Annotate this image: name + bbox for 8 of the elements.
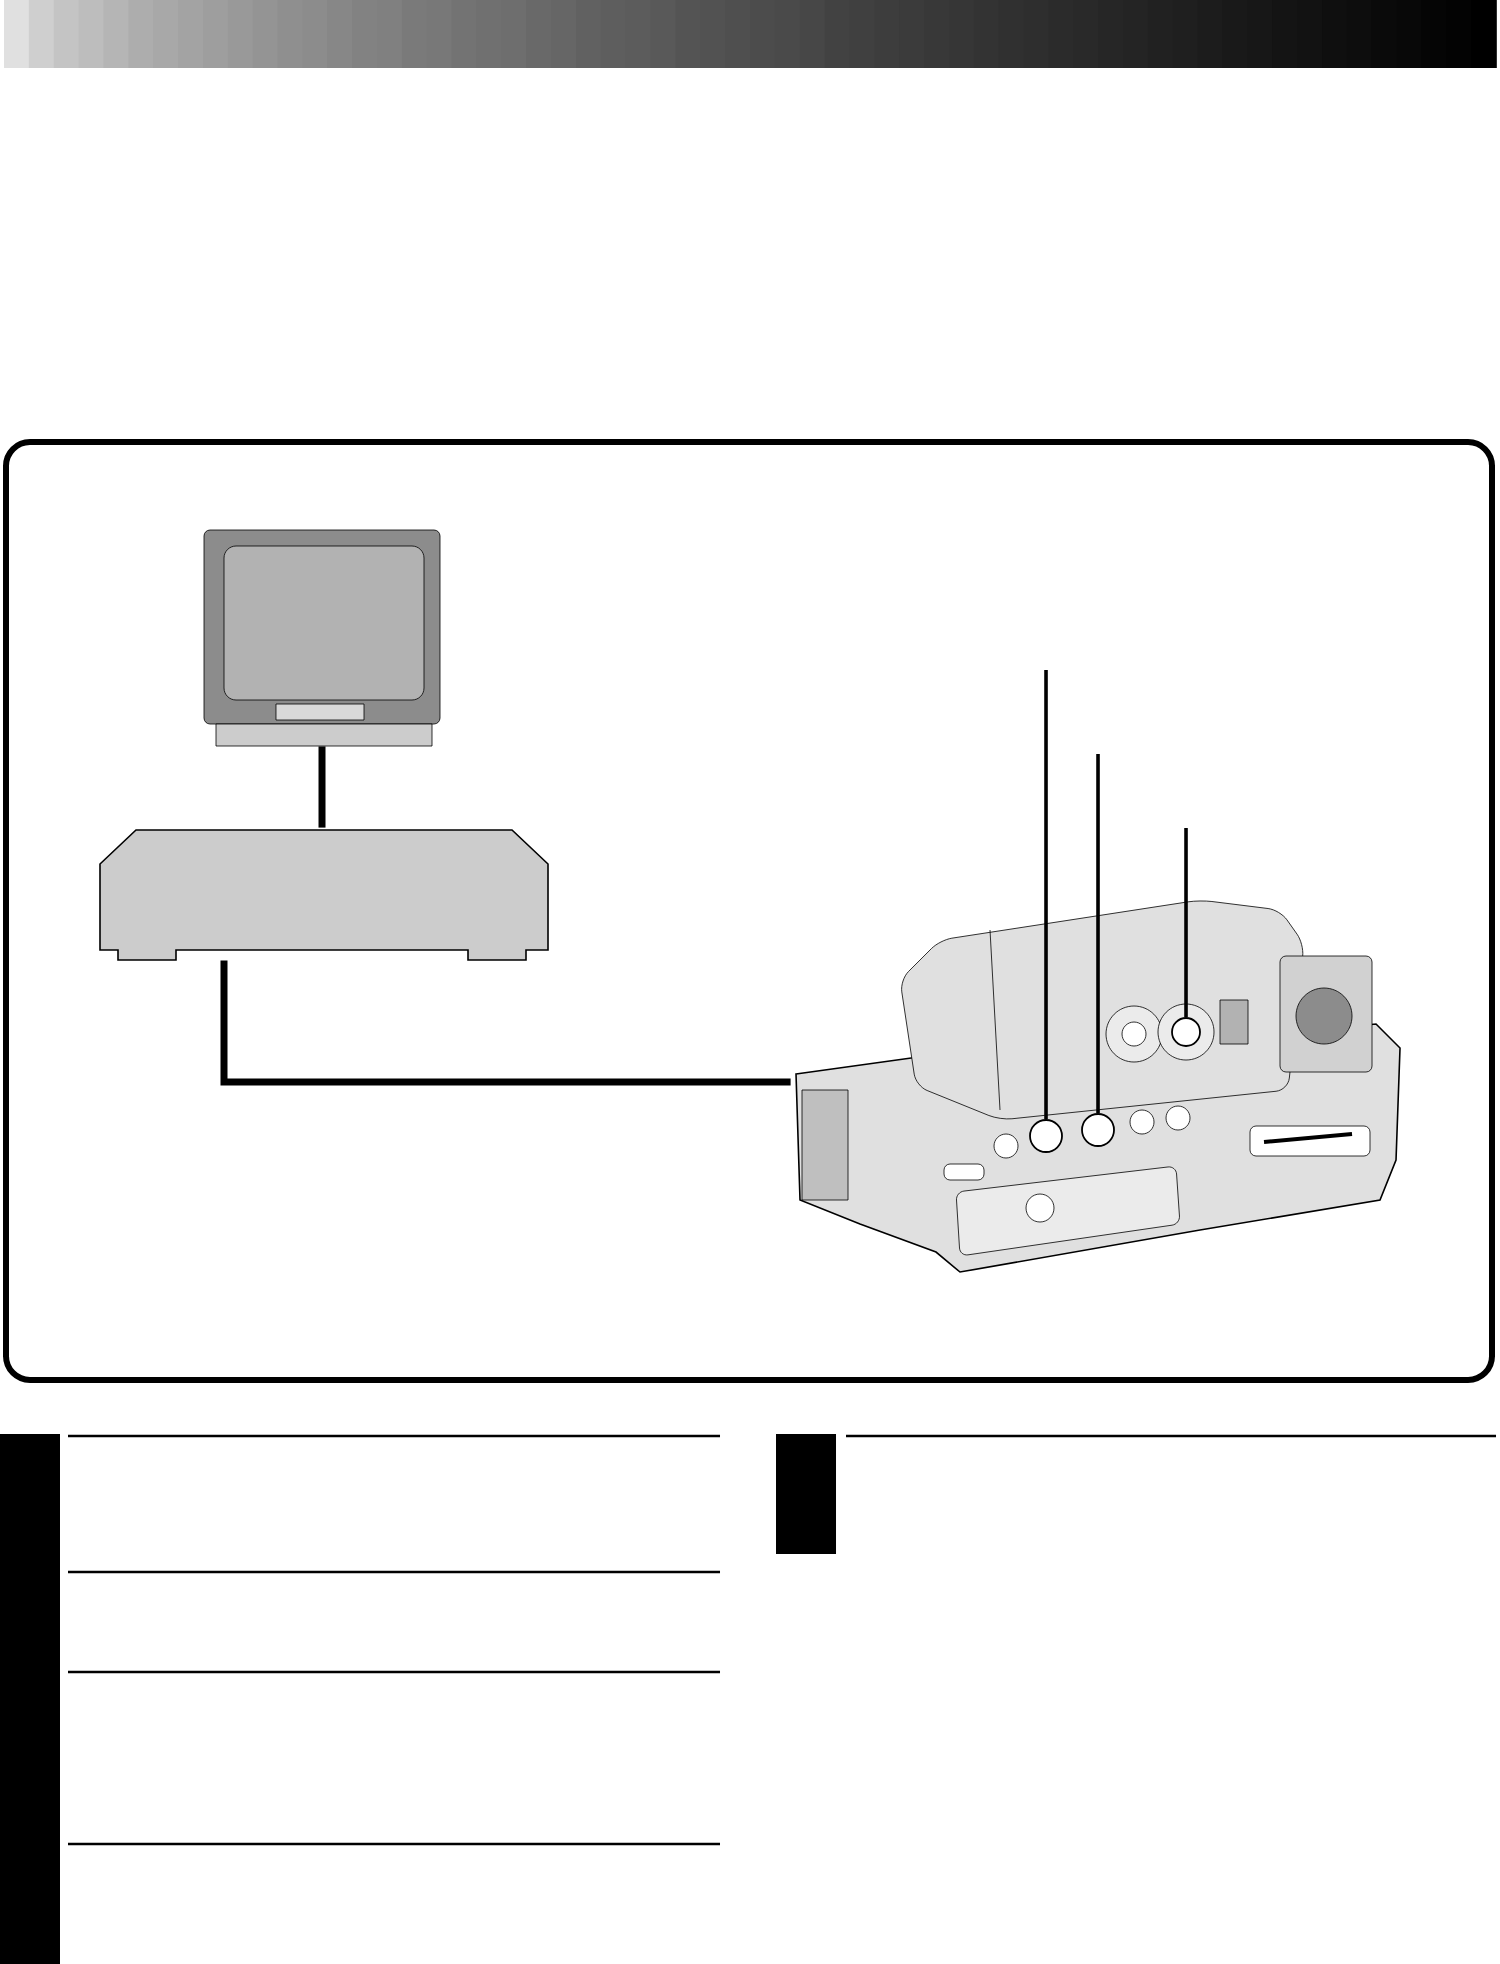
cable bbox=[318, 746, 326, 828]
section-bar bbox=[0, 1434, 60, 1964]
section-bar bbox=[776, 1434, 836, 1554]
cable bbox=[220, 960, 791, 1086]
leader-line bbox=[1044, 670, 1048, 1120]
leader-line bbox=[1096, 754, 1100, 1114]
video-recorder-box bbox=[99, 829, 549, 961]
television-drawing bbox=[203, 529, 441, 747]
